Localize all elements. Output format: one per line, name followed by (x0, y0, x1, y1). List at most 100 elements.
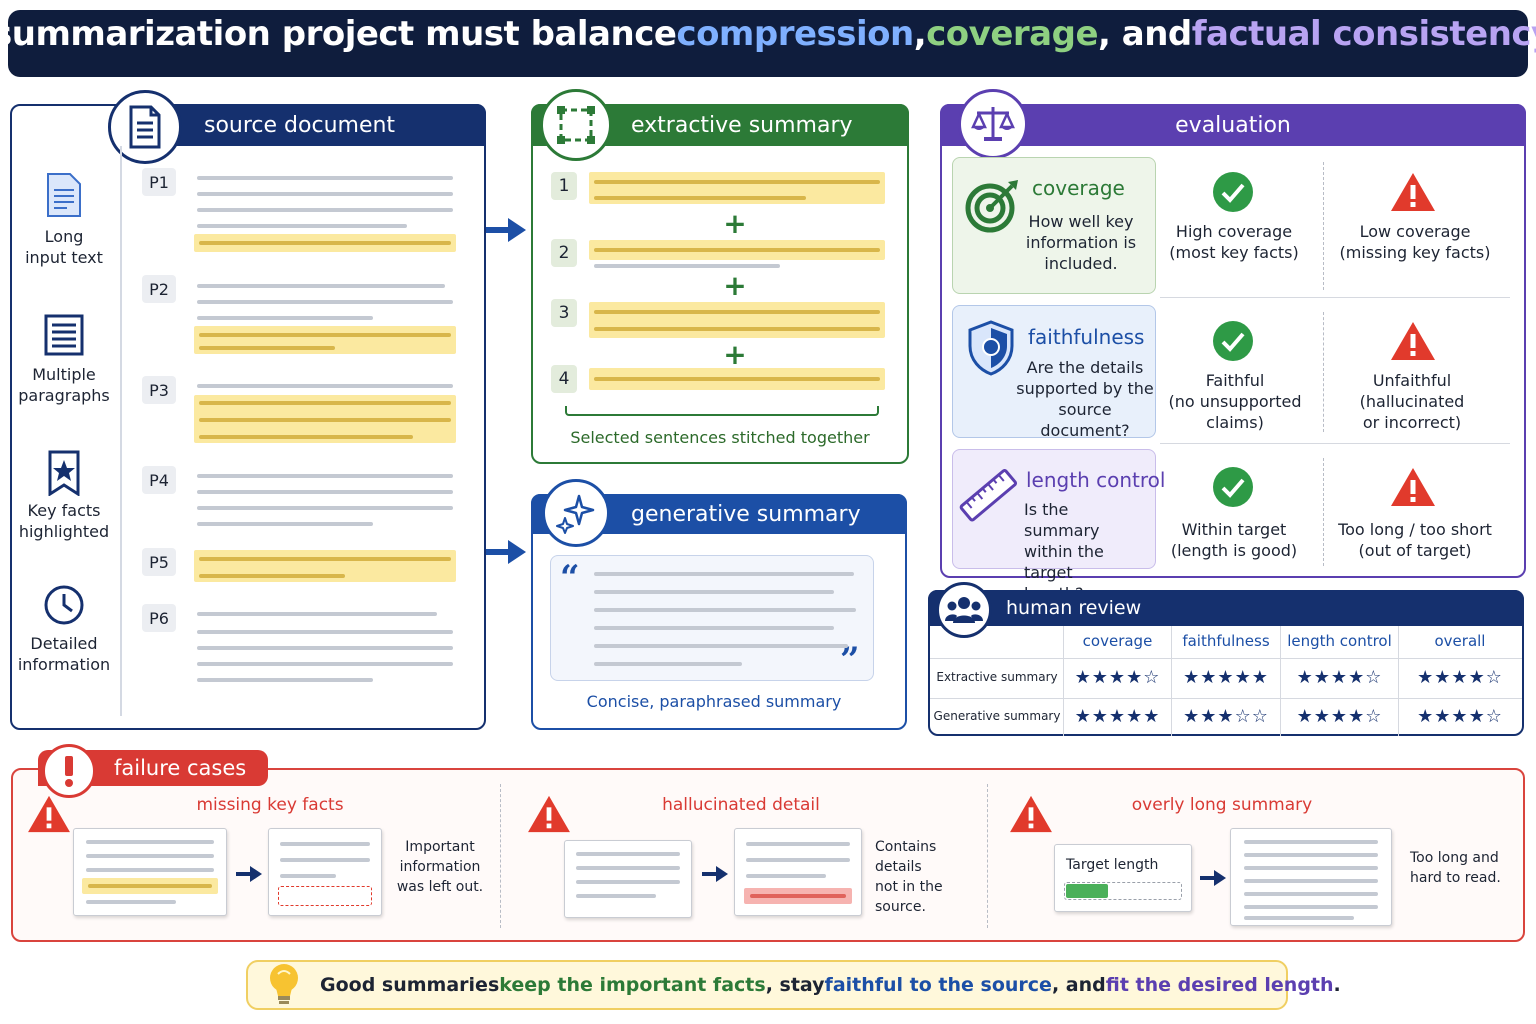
result-line: (missing key facts) (1339, 243, 1491, 262)
takeaway-text: Good summaries keep the important facts,… (320, 960, 1341, 1010)
source-document-title: source document (204, 112, 396, 138)
desc-line: source document? (1040, 400, 1130, 440)
metric-title: faithfulness (1028, 325, 1145, 349)
tip-part: , and (1051, 974, 1106, 996)
case-divider (987, 784, 988, 928)
arrow-right-icon (486, 216, 526, 244)
note-line: Contains details (875, 839, 937, 875)
metric-title: length control (1026, 468, 1166, 492)
table-column-divider (1171, 626, 1172, 736)
side-label-line: paragraphs (18, 386, 110, 405)
table-row-divider (930, 698, 1522, 699)
note-line: information (399, 859, 481, 875)
note-line: Too long and (1410, 850, 1499, 866)
star-rating: ★★★★☆ (1074, 667, 1161, 688)
result-line: (no unsupported (1168, 392, 1302, 411)
text-line (1244, 905, 1378, 909)
text-line (197, 678, 373, 682)
text-line (576, 866, 680, 870)
metric-description: Are the details supported by the source … (1016, 357, 1154, 441)
text-line (197, 662, 453, 666)
arrow-right-icon (702, 866, 728, 886)
ruler-icon (958, 466, 1020, 530)
table-row-label: Extractive summary (936, 670, 1058, 684)
text-line (746, 842, 850, 846)
text-line (594, 327, 880, 331)
text-line (594, 662, 742, 666)
side-label-line: Multiple (32, 365, 96, 384)
text-line (1244, 892, 1378, 896)
desc-line: information is (1025, 233, 1137, 252)
text-line (199, 401, 451, 405)
generative-caption: Concise, paraphrased summary (586, 692, 842, 711)
note-line: hard to read. (1410, 870, 1501, 886)
result-good: High coverage (most key facts) (1164, 221, 1304, 263)
text-line (86, 854, 214, 858)
result-bad: Unfaithful (hallucinated or incorrect) (1340, 370, 1484, 433)
failure-title: hallucinated detail (662, 795, 820, 815)
selection-icon (540, 89, 612, 161)
table-header-cell: faithfulness (1182, 632, 1270, 650)
result-line: (out of target) (1358, 541, 1472, 560)
text-line (197, 284, 445, 288)
text-line (594, 264, 780, 268)
result-line: Faithful (1205, 371, 1265, 390)
metric-coverage-box (952, 157, 1156, 294)
star-rating: ★★★★★ (1074, 706, 1161, 727)
text-line (1244, 840, 1378, 844)
text-line (594, 644, 848, 648)
text-line (197, 208, 453, 212)
result-line: or incorrect) (1362, 413, 1462, 432)
text-line (197, 630, 453, 634)
text-line (199, 574, 345, 578)
text-line (594, 608, 856, 612)
note-line: source. (875, 899, 926, 915)
human-review-title: human review (1006, 597, 1142, 619)
text-line (197, 522, 373, 526)
failure-title: missing key facts (196, 795, 344, 815)
sparkle-icon (542, 479, 610, 547)
text-line (86, 900, 176, 904)
text-line (576, 852, 680, 856)
document-icon (108, 90, 182, 164)
text-line (197, 176, 453, 180)
lightbulb-icon (266, 962, 302, 1012)
result-line: (most key facts) (1169, 243, 1299, 262)
star-rating: ★★★★★ (1183, 667, 1269, 688)
text-line (197, 506, 453, 510)
length-bar-fill (1066, 884, 1108, 898)
title-sep: , (913, 13, 927, 54)
column-divider (1323, 312, 1324, 432)
side-label-line: Key facts (27, 501, 101, 520)
case-divider (500, 784, 501, 928)
plus-sign: + (723, 269, 747, 302)
note-line: Important (405, 839, 475, 855)
plus-sign: + (723, 338, 747, 371)
tip-part: . (1333, 974, 1341, 996)
sentence-number: 1 (551, 172, 577, 200)
extractive-summary-panel (531, 104, 909, 464)
target-length-card (1054, 844, 1192, 912)
text-line (86, 840, 214, 844)
metric-description: Is the summary within the target length? (1024, 499, 1148, 604)
text-line (199, 346, 335, 350)
text-line (746, 858, 850, 862)
document-lines-icon (9, 172, 119, 218)
arrow-right-icon (236, 866, 262, 886)
text-line (280, 842, 370, 846)
extractive-caption: Selected sentences stitched together (570, 428, 870, 447)
desc-line: within the target (1024, 542, 1104, 582)
desc-line: How well key (1028, 212, 1134, 231)
table-header-cell: length control (1287, 632, 1392, 650)
check-circle-icon (1212, 171, 1254, 217)
text-line (197, 646, 453, 650)
paragraph-tag: P3 (142, 376, 176, 404)
text-line (594, 590, 834, 594)
result-line: Low coverage (1359, 222, 1471, 241)
text-line (88, 884, 212, 888)
exclamation-icon (42, 744, 96, 798)
result-line: (hallucinated (1359, 392, 1465, 411)
